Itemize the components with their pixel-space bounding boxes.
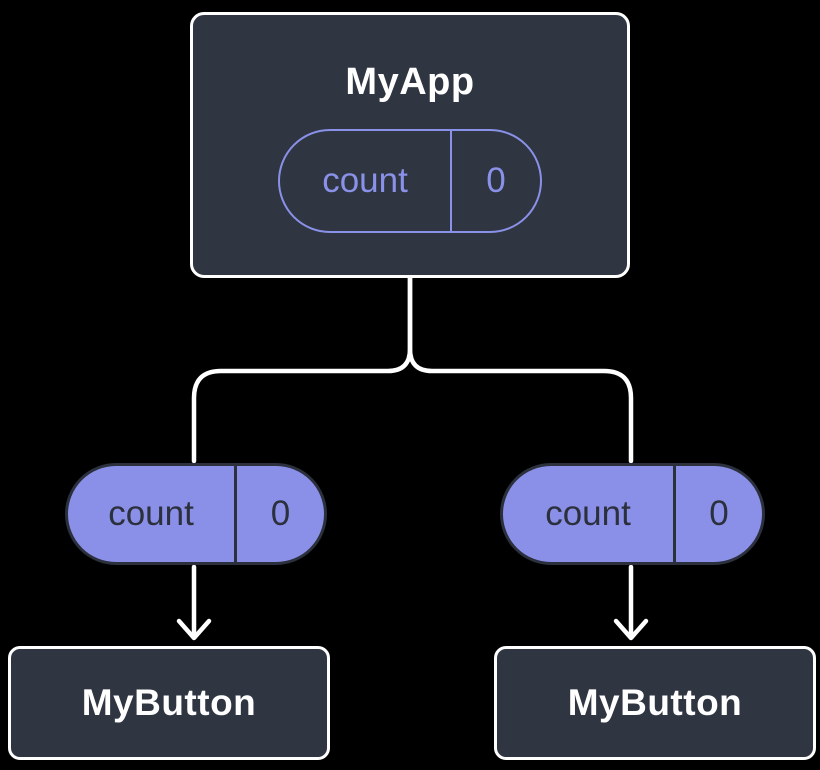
root-component-box: MyApp count 0: [190, 12, 630, 278]
child-component-box-left: MyButton: [8, 646, 330, 760]
child-component-title: MyButton: [567, 682, 743, 723]
connector-group: [176, 275, 649, 641]
prop-pill-left: count 0: [65, 463, 327, 565]
root-component-title: MyApp: [345, 61, 475, 103]
child-component-title: MyButton: [81, 682, 257, 723]
prop-pill-label: count: [503, 466, 676, 562]
prop-pill-label: count: [68, 466, 237, 562]
state-pill-label: count: [280, 131, 452, 231]
state-pill: count 0: [278, 129, 542, 233]
prop-pill-right: count 0: [500, 463, 765, 565]
prop-pill-value: 0: [270, 494, 291, 533]
branch-line-right: [407, 275, 634, 464]
prop-pill-value: 0: [709, 494, 729, 533]
state-pill-value: 0: [486, 161, 506, 200]
child-component-box-right: MyButton: [494, 646, 816, 760]
arrow-head: [613, 618, 649, 641]
down-arrow-icon-right: [613, 564, 649, 641]
down-arrow-icon-left: [176, 564, 212, 641]
arrow-head: [176, 618, 212, 641]
branch-line-left: [191, 275, 413, 464]
